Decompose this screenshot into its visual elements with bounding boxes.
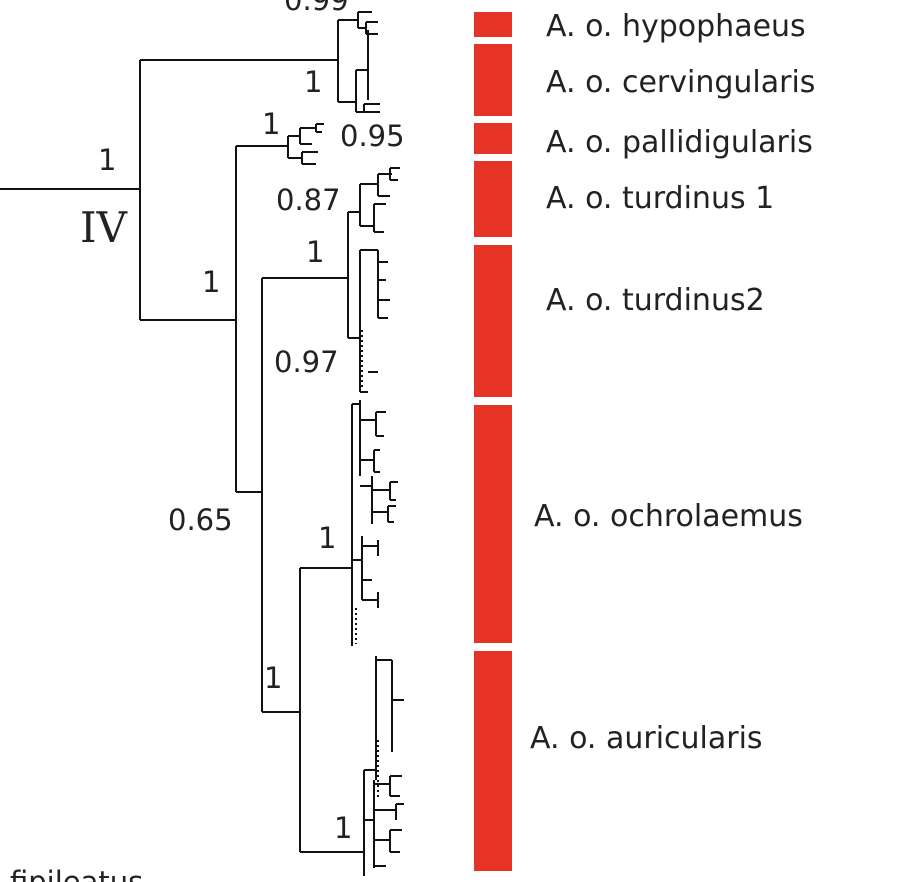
- support-value: 0.97: [274, 345, 339, 379]
- support-value: 1: [318, 521, 336, 555]
- support-value: 1: [98, 143, 116, 177]
- support-value: 1: [264, 661, 282, 695]
- clade-bar-ochrolaemus: [474, 405, 512, 643]
- cutoff-taxon-label: fipileatus: [10, 865, 143, 882]
- clade-bar-turdinus2: [474, 245, 512, 397]
- clade-bar-turdinus-1: [474, 161, 512, 237]
- support-values: 0.99 1 1 0.95 1 0.87 1 1 0.97 0.65 1 1 1: [98, 0, 405, 845]
- support-value: 0.65: [168, 503, 233, 537]
- clade-bar-pallidigularis: [474, 123, 512, 154]
- support-value: 1: [304, 65, 322, 99]
- clade-bar-cervingularis: [474, 44, 512, 116]
- taxon-labels: A. o. hypophaeus A. o. cervingularis A. …: [530, 9, 815, 756]
- support-value: 1: [202, 265, 220, 299]
- taxon-label-turdinus2: A. o. turdinus2: [546, 283, 765, 318]
- support-value: 0.87: [276, 183, 341, 217]
- support-value: 0.99: [284, 0, 349, 17]
- clade-bars: [474, 12, 512, 871]
- taxon-label-auricularis: A. o. auricularis: [530, 721, 763, 756]
- support-value: 1: [262, 107, 280, 141]
- tree-branches: [0, 11, 404, 876]
- clade-bar-auricularis: [474, 651, 512, 871]
- support-value: 0.95: [340, 119, 405, 153]
- support-value: 1: [306, 235, 324, 269]
- taxon-label-cervingularis: A. o. cervingularis: [546, 65, 815, 100]
- clade-bar-hypophaeus: [474, 12, 512, 37]
- clade-label: IV: [80, 203, 128, 252]
- taxon-label-ochrolaemus: A. o. ochrolaemus: [534, 499, 803, 534]
- taxon-label-hypophaeus: A. o. hypophaeus: [546, 9, 806, 44]
- taxon-label-turdinus-1: A. o. turdinus 1: [546, 181, 774, 216]
- taxon-label-pallidigularis: A. o. pallidigularis: [546, 125, 813, 160]
- support-value: 1: [334, 811, 352, 845]
